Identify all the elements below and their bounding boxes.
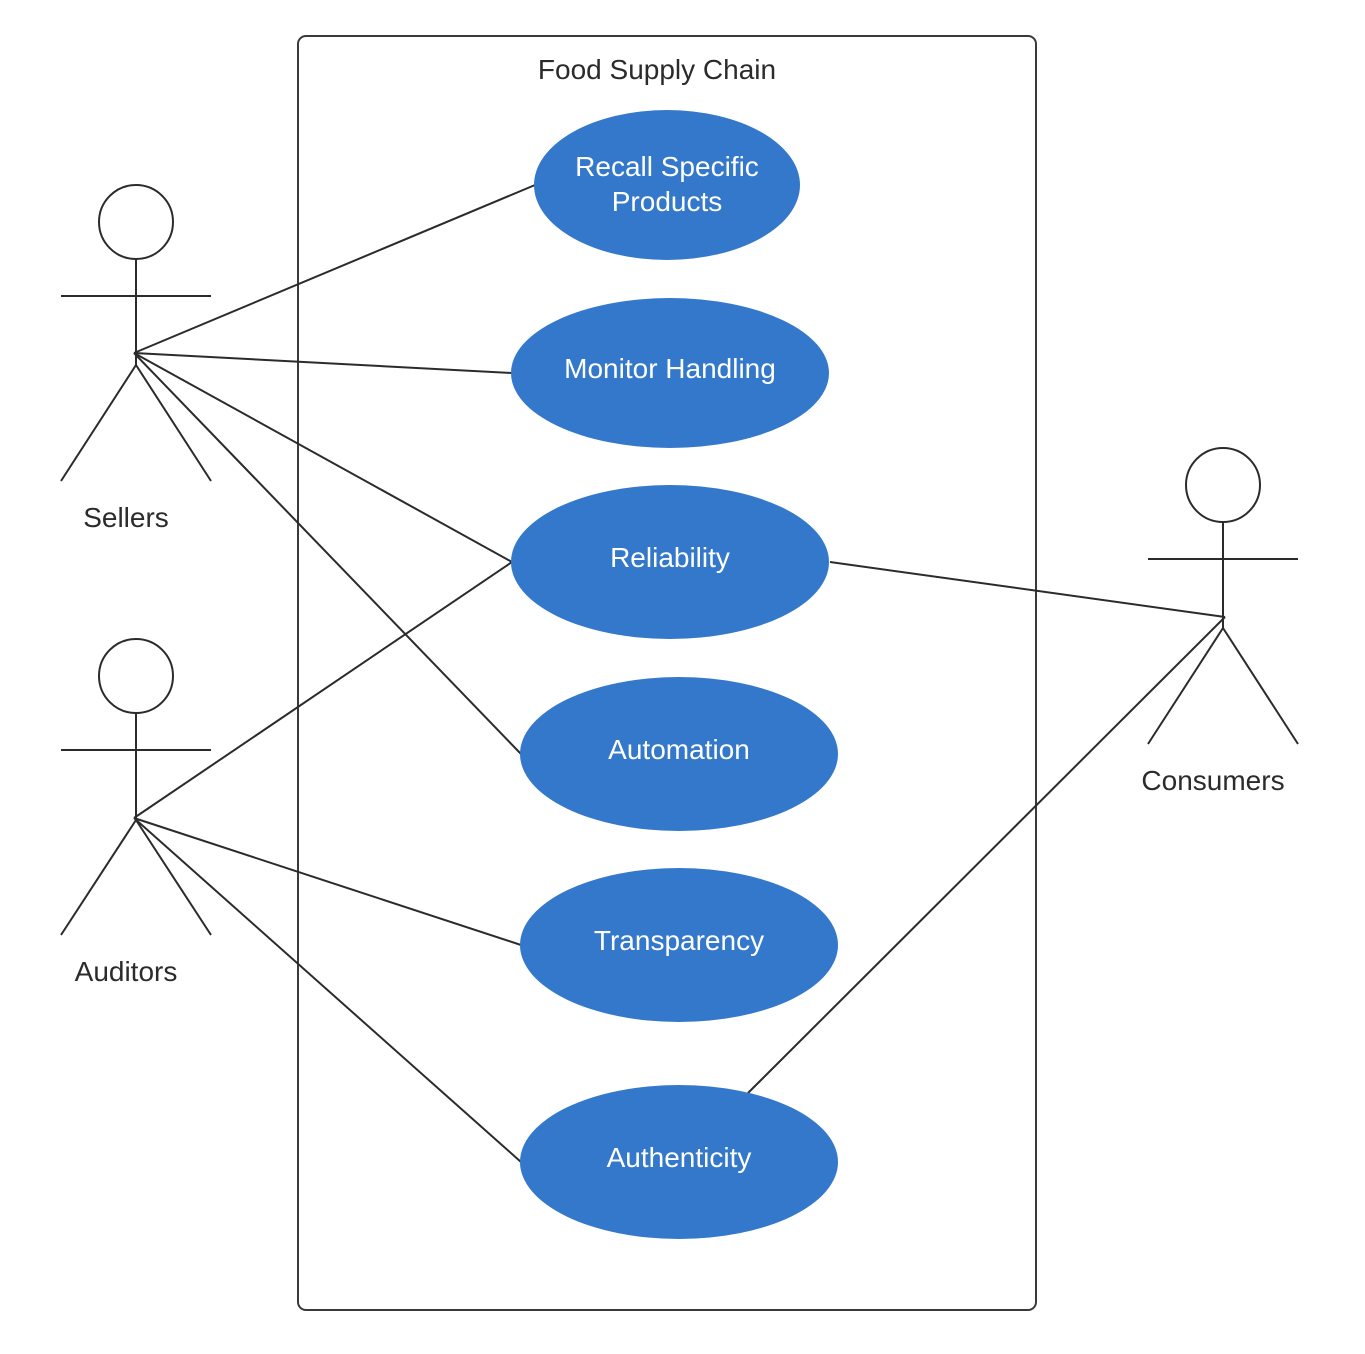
assoc-sellers-monitor — [133, 352, 513, 374]
use-case-ellipse[interactable] — [511, 485, 829, 639]
use-case-label-line1: Recall Specific — [575, 151, 759, 182]
actor-sellers[interactable]: Sellers — [60, 184, 212, 533]
assoc-auditors-authenticity — [133, 817, 522, 1163]
use-case-monitor-handling[interactable]: Monitor Handling — [511, 298, 829, 448]
use-case-label: Authenticity — [607, 1142, 752, 1173]
system-boundary: Food Supply Chain — [297, 35, 1037, 1311]
use-case-label: Automation — [608, 734, 750, 765]
actor-right-leg — [1222, 627, 1299, 745]
actor-consumers[interactable]: Consumers — [1141, 447, 1299, 796]
associations — [133, 184, 1226, 1163]
actor-auditors[interactable]: Auditors — [60, 638, 212, 987]
use-case-automation[interactable]: Automation — [520, 677, 838, 831]
use-case-ellipse[interactable] — [520, 868, 838, 1022]
use-case-reliability[interactable]: Reliability — [511, 485, 829, 639]
actor-label: Auditors — [75, 956, 178, 987]
use-case-label: Reliability — [610, 542, 730, 573]
use-case-ellipse[interactable] — [520, 1085, 838, 1239]
actor-left-leg — [60, 364, 137, 482]
assoc-consumers-reliability — [829, 561, 1226, 618]
use-case-ellipse[interactable] — [534, 110, 800, 260]
actor-left-leg — [60, 819, 137, 936]
use-case-ellipse[interactable] — [511, 298, 829, 448]
actor-right-leg — [135, 364, 212, 482]
use-case-label: Monitor Handling — [564, 353, 776, 384]
use-case-recall[interactable]: Recall Specific Products — [534, 110, 800, 260]
assoc-auditors-transparency — [133, 817, 522, 946]
assoc-sellers-reliability — [133, 352, 513, 563]
use-case-authenticity[interactable]: Authenticity — [520, 1085, 838, 1239]
actor-head — [1185, 447, 1261, 523]
actor-left-leg — [1147, 627, 1224, 745]
assoc-sellers-recall — [133, 184, 536, 354]
system-box — [297, 35, 1037, 1311]
use-case-label-line2: Products — [612, 186, 723, 217]
assoc-sellers-automation — [133, 352, 522, 755]
actor-label: Consumers — [1141, 765, 1284, 796]
use-case-label: Transparency — [594, 925, 764, 956]
actor-head — [98, 184, 174, 260]
use-case-ellipse[interactable] — [520, 677, 838, 831]
assoc-consumers-authenticity — [747, 616, 1226, 1094]
actor-label: Sellers — [83, 502, 169, 533]
actor-right-leg — [135, 819, 212, 936]
system-title: Food Supply Chain — [538, 54, 776, 85]
use-case-transparency[interactable]: Transparency — [520, 868, 838, 1022]
actor-head — [98, 638, 174, 714]
assoc-auditors-reliability — [133, 561, 513, 819]
